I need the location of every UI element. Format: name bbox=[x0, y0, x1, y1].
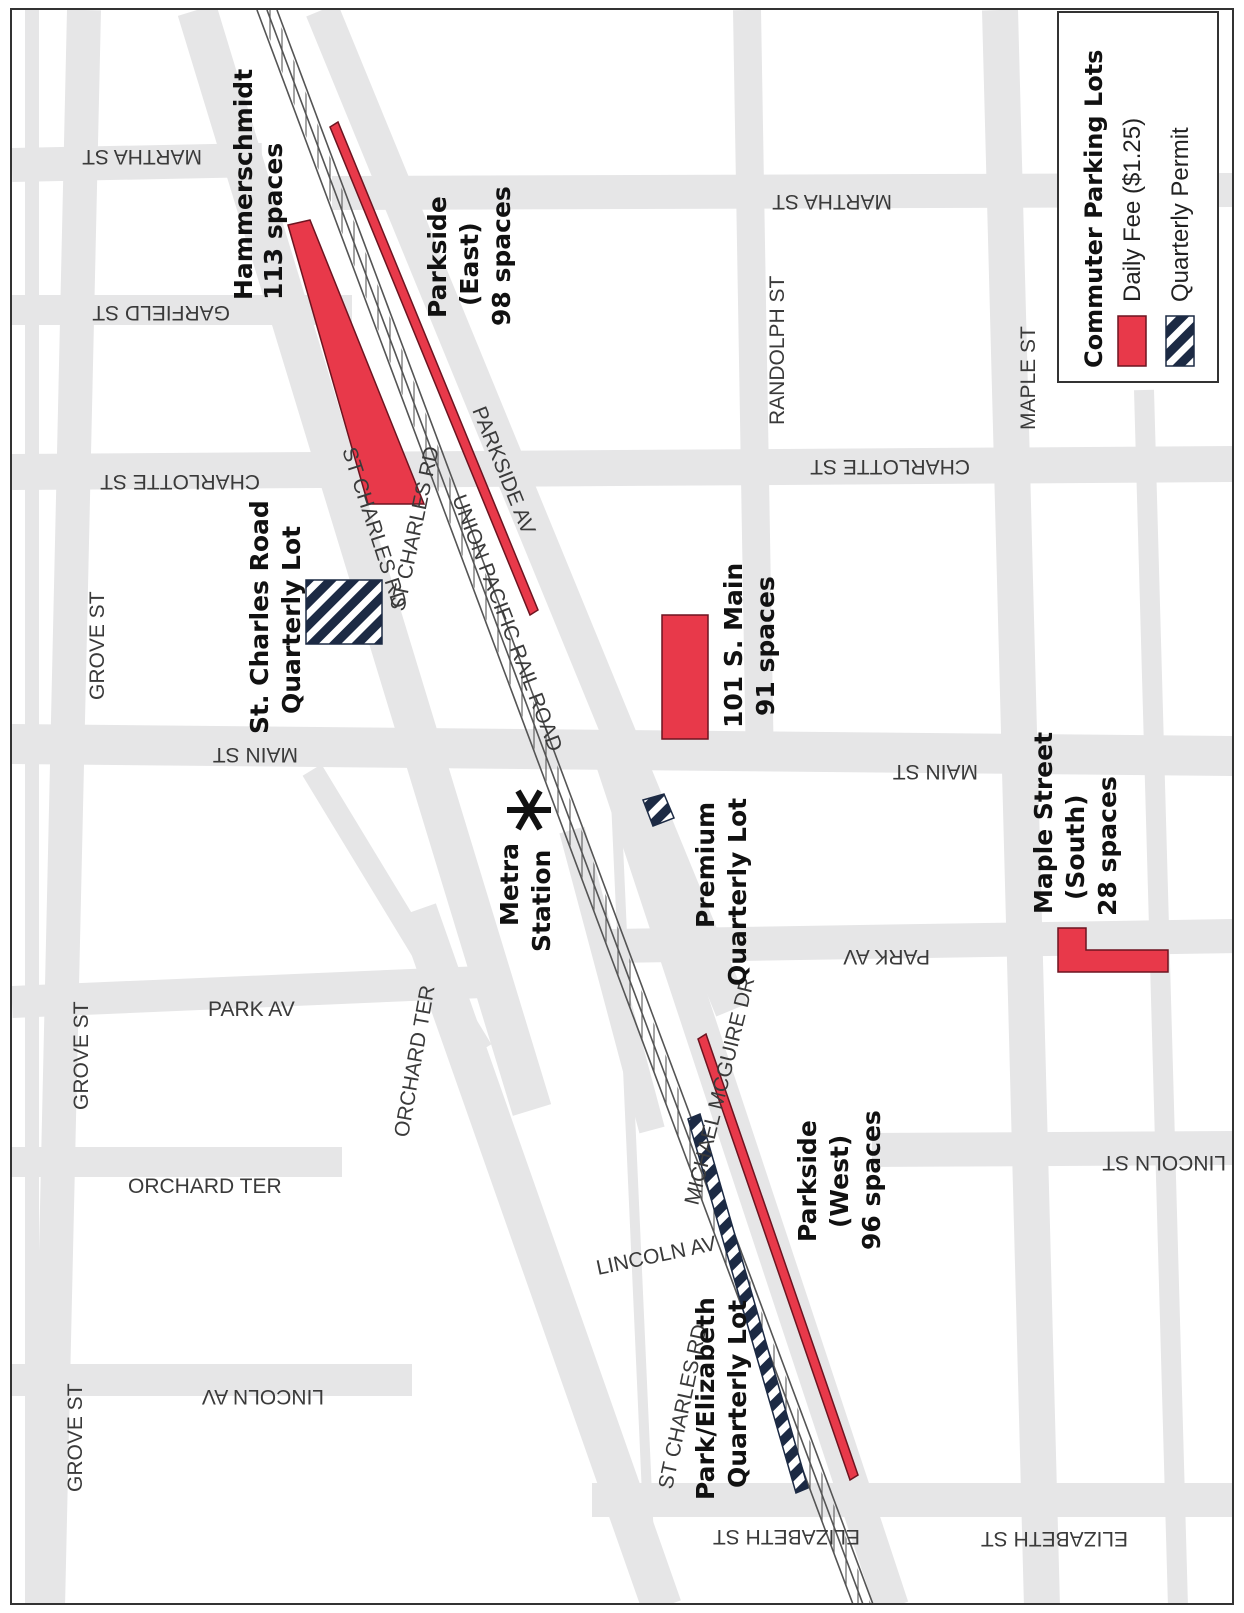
street-charlotte bbox=[12, 446, 1232, 490]
label-main-top: MAIN ST bbox=[213, 743, 298, 766]
legend-permit-text: Quarterly Permit bbox=[1167, 127, 1194, 302]
label-park-left: PARK AV bbox=[208, 998, 295, 1021]
daily-fee-lots bbox=[287, 120, 1169, 1482]
label-st-charles-sub: Quarterly Lot bbox=[277, 526, 306, 714]
label-martha-top: MARTHA ST bbox=[82, 145, 202, 168]
label-premium-sub: Quarterly Lot bbox=[723, 798, 752, 986]
label-orchard-h: ORCHARD TER bbox=[128, 1175, 282, 1198]
lot-st-charles-quarterly[interactable] bbox=[305, 579, 383, 645]
street-randolph bbox=[733, 10, 774, 771]
label-lincoln-st: LINCOLN ST bbox=[1102, 1151, 1226, 1174]
street-parkside-av bbox=[306, 10, 748, 1017]
lot-parkside-east[interactable] bbox=[329, 120, 539, 617]
legend-permit-swatch bbox=[1165, 315, 1195, 367]
label-main-mid: MAIN ST bbox=[893, 760, 978, 783]
label-elizabeth-right: ELIZABETH ST bbox=[981, 1527, 1128, 1550]
label-maple: MAPLE ST bbox=[1017, 326, 1040, 430]
label-garfield: GARFIELD ST bbox=[92, 301, 230, 324]
label-grove-2: GROVE ST bbox=[70, 1001, 93, 1110]
legend-daily-swatch bbox=[1117, 315, 1147, 367]
street-grid bbox=[12, 10, 1232, 1603]
label-orchard-diag: ORCHARD TER bbox=[390, 984, 439, 1139]
label-premium-name: Premium bbox=[691, 802, 720, 928]
label-randolph: RANDOLPH ST bbox=[766, 275, 789, 425]
lot-hammerschmidt[interactable] bbox=[287, 219, 426, 505]
street-grove bbox=[31, 10, 101, 1603]
lot-premium-quarterly[interactable] bbox=[642, 793, 675, 827]
label-parkside-west-sub: (West) bbox=[825, 1135, 854, 1228]
label-hammerschmidt-spaces: 113 spaces bbox=[259, 143, 288, 300]
street-lincoln-east bbox=[871, 1131, 1232, 1167]
street-orchard-diag bbox=[302, 764, 492, 1056]
quarterly-permit-lots bbox=[305, 579, 809, 1495]
lot-labels: Hammerschmidt 113 spaces Parkside (East)… bbox=[229, 69, 1122, 1500]
map-frame: MARTHA ST MARTHA ST GARFIELD ST RANDOLPH… bbox=[10, 8, 1234, 1605]
label-park-elizabeth-sub: Quarterly Lot bbox=[723, 1300, 752, 1488]
metra-station-icon[interactable] bbox=[507, 789, 551, 831]
label-grove-1: GROVE ST bbox=[86, 591, 109, 700]
commuter-parking-map[interactable]: MARTHA ST MARTHA ST GARFIELD ST RANDOLPH… bbox=[12, 10, 1234, 1605]
label-parkside-west-name: Parkside bbox=[793, 1120, 822, 1242]
label-parkside-west-spaces: 96 spaces bbox=[857, 1110, 886, 1250]
label-101-main-spaces: 91 spaces bbox=[751, 576, 780, 716]
label-parkside-east-name: Parkside bbox=[423, 196, 452, 318]
street-park-west bbox=[12, 966, 483, 1018]
label-lincoln-av-h: LINCOLN AV bbox=[594, 1232, 718, 1280]
label-metra-name: Metra bbox=[495, 843, 524, 926]
label-hammerschmidt-name: Hammerschmidt bbox=[229, 69, 258, 300]
label-martha-mid: MARTHA ST bbox=[772, 190, 892, 213]
label-grove-3: GROVE ST bbox=[64, 1383, 87, 1492]
lot-parkside-west[interactable] bbox=[697, 1032, 859, 1482]
label-metra-sub: Station bbox=[527, 850, 556, 952]
street-maple bbox=[982, 10, 1060, 1603]
label-lincoln-av-v: LINCOLN AV bbox=[202, 1385, 324, 1408]
lot-park-elizabeth-quarterly[interactable] bbox=[687, 1112, 809, 1495]
street-st-charles-north bbox=[177, 10, 552, 1116]
rail-track-3 bbox=[276, 10, 874, 1603]
label-park-elizabeth-name: Park/Elizabeth bbox=[691, 1297, 720, 1500]
legend-daily-text: Daily Fee ($1.25) bbox=[1119, 118, 1146, 302]
label-st-charles-name: St. Charles Road bbox=[245, 500, 274, 734]
label-charlotte-mid: CHARLOTTE ST bbox=[810, 455, 970, 478]
label-maple-south-sub: (South) bbox=[1061, 794, 1090, 900]
label-parkside-east-spaces: 98 spaces bbox=[487, 186, 516, 326]
street-park-ne bbox=[607, 709, 657, 1603]
label-maple-south-spaces: 28 spaces bbox=[1093, 776, 1122, 916]
label-parkside-east-sub: (East) bbox=[455, 222, 484, 306]
label-charlotte-top: CHARLOTTE ST bbox=[100, 470, 260, 493]
lot-maple-south[interactable] bbox=[1057, 927, 1169, 973]
legend-title: Commuter Parking Lots bbox=[1080, 50, 1108, 368]
street-martha-west bbox=[12, 143, 263, 182]
label-maple-south-name: Maple Street bbox=[1029, 732, 1058, 914]
street-east-edge bbox=[1134, 389, 1188, 1603]
lot-101-s-main[interactable] bbox=[661, 614, 709, 740]
legend: Commuter Parking Lots Daily Fee ($1.25) … bbox=[1057, 11, 1219, 383]
label-elizabeth-left: ELIZABETH ST bbox=[713, 1525, 860, 1548]
label-101-main-name: 101 S. Main bbox=[719, 563, 748, 728]
label-park-right: PARK AV bbox=[843, 945, 930, 968]
